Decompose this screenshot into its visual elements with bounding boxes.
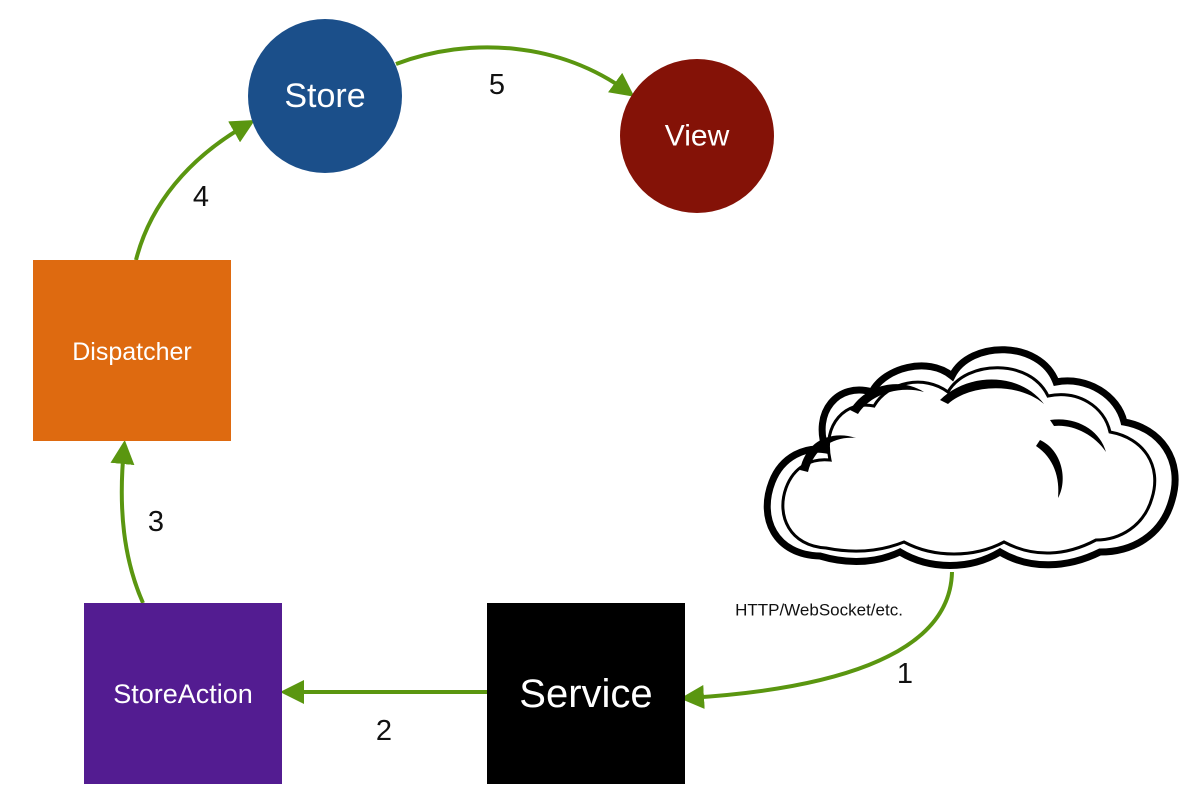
step-label-5: 5 — [489, 69, 505, 101]
view-label: View — [665, 120, 730, 153]
store-action-label: StoreAction — [113, 679, 253, 709]
store-label: Store — [284, 77, 365, 115]
dispatcher-node: Dispatcher — [33, 260, 231, 441]
connection-label: HTTP/WebSocket/etc. — [735, 601, 903, 620]
store-action-node: StoreAction — [84, 603, 282, 784]
service-node: Service — [487, 603, 685, 784]
view-node: View — [620, 59, 774, 213]
dispatcher-label: Dispatcher — [72, 338, 192, 366]
arrow-storeaction-to-dispatcher — [110, 440, 145, 604]
service-label: Service — [519, 672, 652, 716]
arrow-store-to-view — [395, 45, 635, 97]
view-circle — [620, 59, 774, 213]
step-label-1: 1 — [897, 658, 913, 690]
store-node: Store — [248, 19, 402, 173]
store-action-box — [84, 603, 282, 784]
step-label-2: 2 — [376, 715, 392, 747]
arrow-cloud-to-service — [680, 571, 954, 710]
step-label-4: 4 — [193, 181, 209, 213]
arrow-dispatcher-to-store — [134, 120, 255, 261]
store-circle — [248, 19, 402, 173]
service-box — [487, 603, 685, 784]
step-label-3: 3 — [148, 506, 164, 538]
dispatcher-box — [33, 260, 231, 441]
cloud-icon — [763, 346, 1179, 569]
